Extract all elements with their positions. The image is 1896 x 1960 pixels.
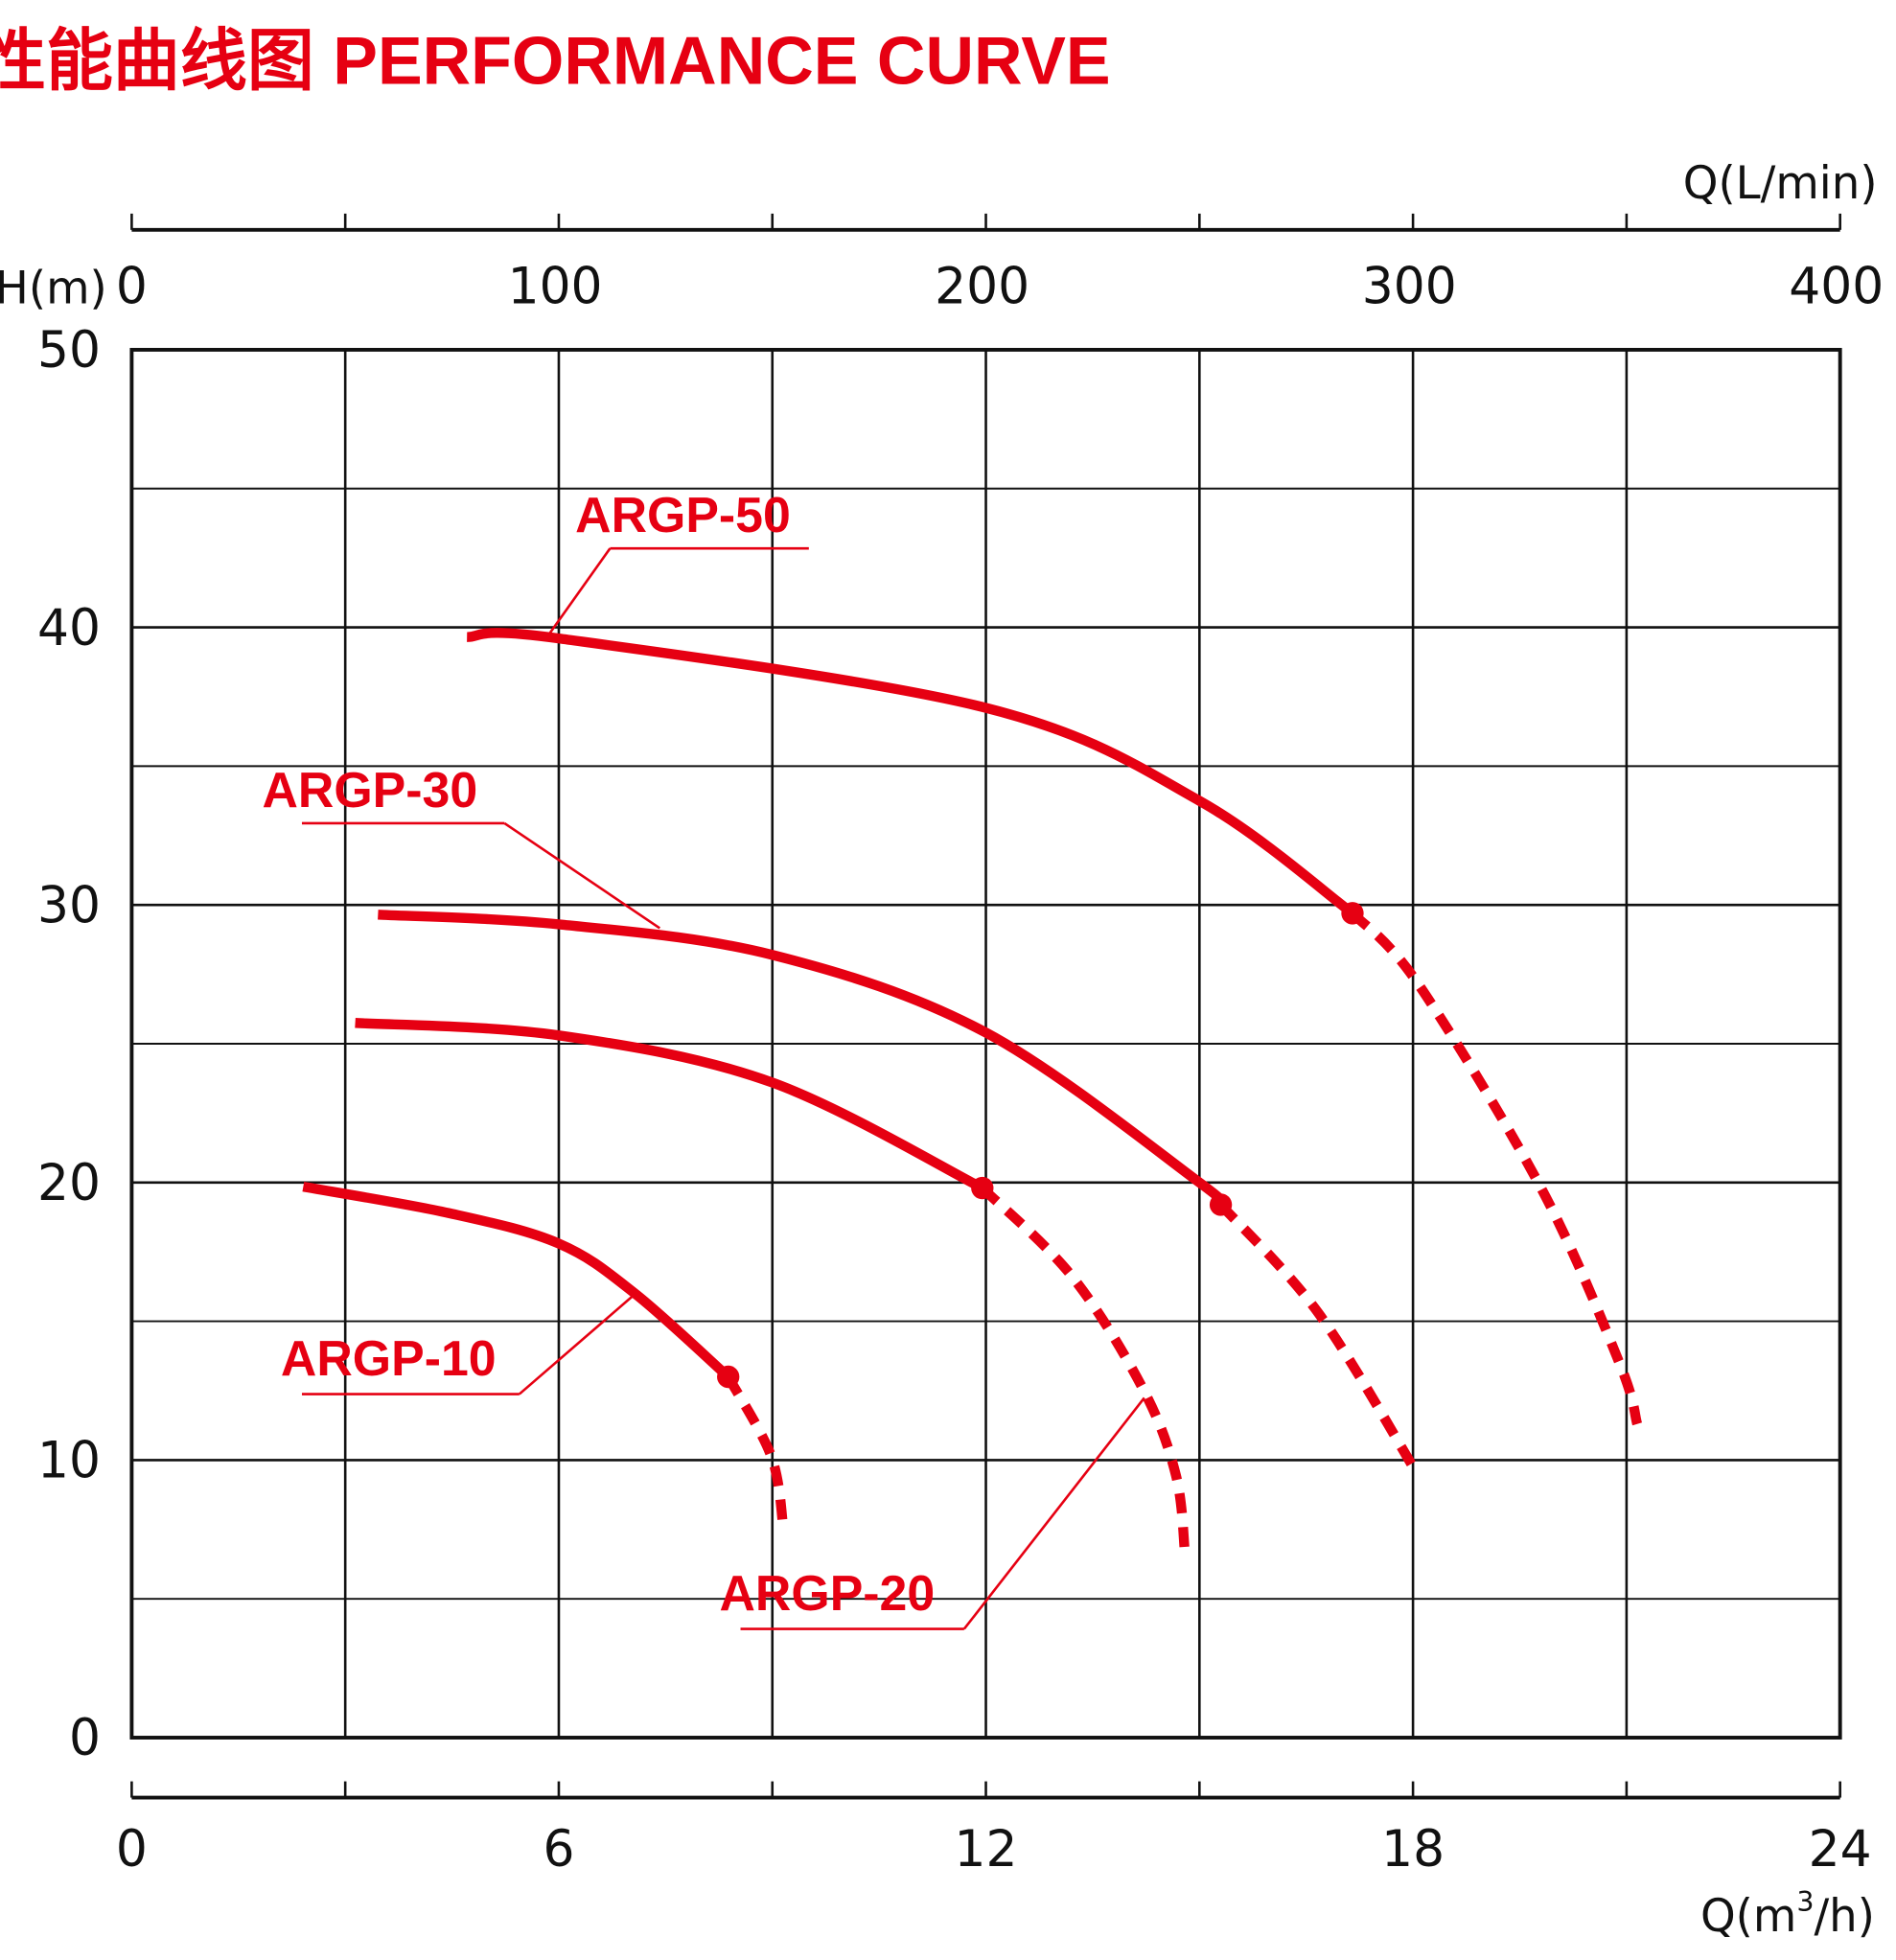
x2-tick-label: 0 [116, 259, 148, 316]
curve-dashed-argp-30 [1216, 1201, 1422, 1477]
curve-argp-50 [466, 628, 1643, 1426]
label-leader-line [546, 547, 612, 637]
plot-frame [129, 347, 1842, 1740]
label-leader-line [503, 821, 661, 930]
curves [302, 628, 1643, 1558]
x-tick-label: 0 [116, 1821, 148, 1879]
series-label-argp-10: ARGP-10 [281, 1331, 497, 1387]
curve-marker-point [971, 1176, 994, 1200]
curve-marker-point [717, 1365, 740, 1389]
bottom-x-axis-label: Q(m3/h) [1700, 1885, 1875, 1943]
y-tick-label: 10 [37, 1433, 101, 1490]
curve-marker-point [1209, 1193, 1233, 1216]
x2-tick-label: 200 [935, 259, 1029, 316]
x2-tick-label: 400 [1789, 259, 1884, 316]
axes: 0 6 12 18 24 0 100 200 300 400 0 10 20 30 40 50 [37, 213, 1884, 1879]
curve-dashed-argp-10 [724, 1373, 789, 1533]
x2-tick-label: 300 [1362, 259, 1457, 316]
curve-solid-argp-50 [466, 628, 1356, 918]
curve-solid-argp-30 [378, 910, 1229, 1210]
y-tick-label: 40 [37, 600, 101, 657]
chart-title: 性能曲线图 PERFORMANCE CURVE [0, 22, 1111, 98]
y-tick-label: 50 [37, 322, 101, 380]
curve-argp-10 [302, 1181, 789, 1533]
curve-solid-argp-20 [355, 1018, 985, 1193]
series-label-argp-50: ARGP-50 [575, 488, 791, 543]
curve-argp-30 [378, 910, 1422, 1477]
label-leader-line [518, 1293, 636, 1395]
x-tick-label: 18 [1381, 1821, 1445, 1879]
x2-tick-label: 100 [508, 259, 603, 316]
y-tick-label: 0 [69, 1710, 101, 1767]
y-tick-label: 20 [37, 1155, 101, 1212]
curve-dashed-argp-20 [979, 1184, 1191, 1558]
y-tick-label: 30 [37, 877, 101, 934]
curve-dashed-argp-50 [1349, 910, 1643, 1426]
y-axis-label: H(m) [0, 264, 107, 315]
label-leader-line [962, 1396, 1145, 1630]
x-tick-label: 6 [543, 1821, 574, 1879]
x-tick-label: 12 [955, 1821, 1018, 1879]
curve-marker-point [1341, 902, 1364, 925]
x-tick-label: 24 [1809, 1821, 1872, 1879]
series-label-argp-20: ARGP-20 [719, 1566, 935, 1622]
grid [129, 347, 1842, 1740]
series-label-argp-30: ARGP-30 [262, 763, 477, 819]
top-x-axis-label: Q(L/min) [1683, 158, 1878, 210]
curve-solid-argp-10 [302, 1181, 732, 1381]
curve-argp-20 [355, 1018, 1191, 1558]
